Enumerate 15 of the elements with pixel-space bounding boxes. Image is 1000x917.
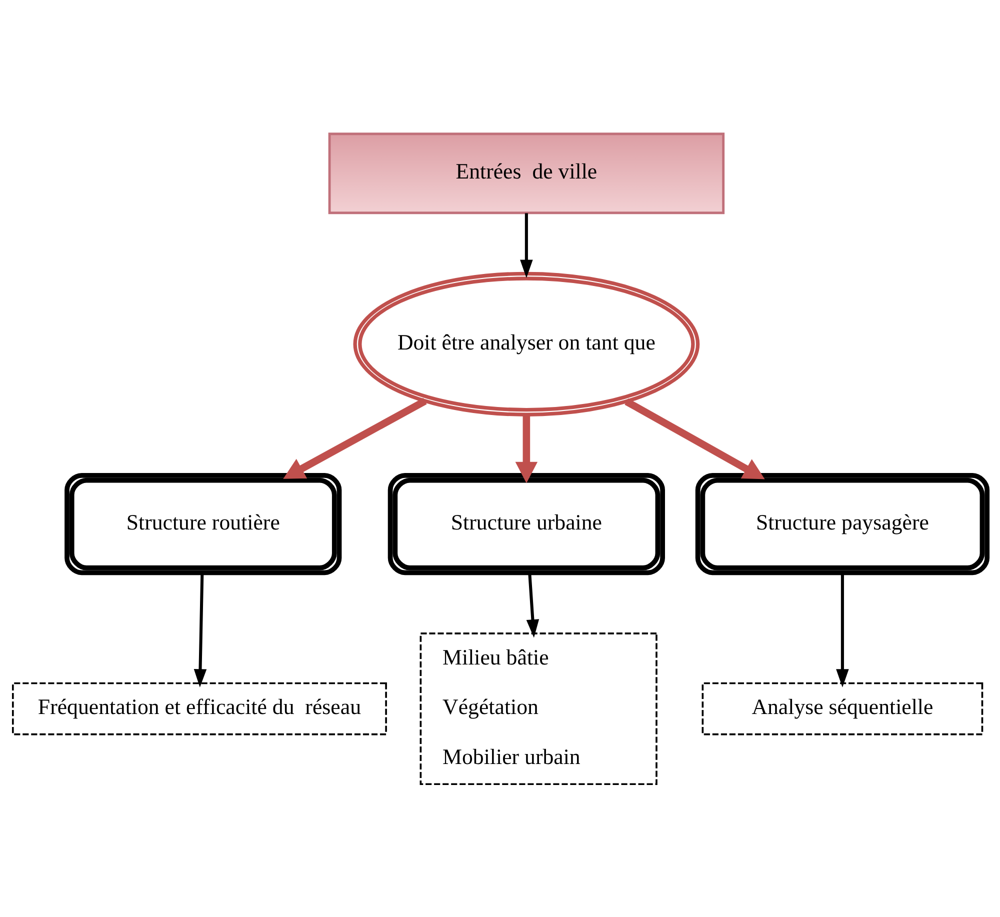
node-ellipse: Doit être analyser on tant que [353, 271, 700, 416]
node-box: Structure paysagère [695, 472, 990, 575]
node-box: Structure urbaine [388, 472, 665, 575]
arrow [624, 398, 765, 479]
arrow [283, 397, 427, 478]
arrow [526, 572, 540, 638]
arrow [520, 212, 533, 278]
node-box: Fréquentation et efficacité du réseau [12, 682, 387, 735]
node-box: Milieu bâtie Végétation Mobilier urbain [420, 632, 658, 785]
arrow [515, 414, 538, 483]
node-box: Entrées de ville [328, 132, 725, 214]
arrow [836, 572, 849, 687]
arrow [194, 572, 207, 687]
node-box: Structure routière [64, 472, 342, 575]
node-box: Analyse séquentielle [702, 682, 984, 735]
